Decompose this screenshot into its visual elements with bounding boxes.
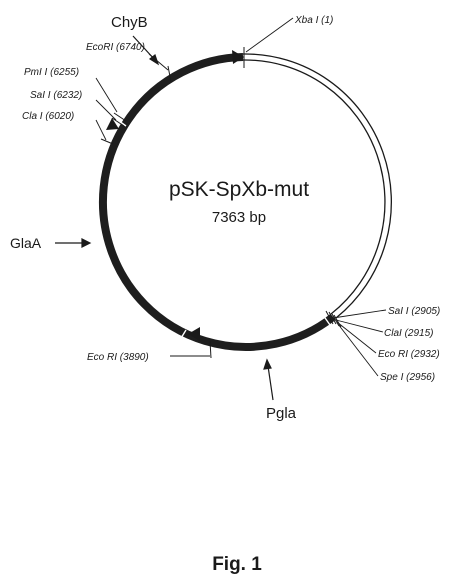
plasmid-name: pSK-SpXb-mut — [169, 178, 309, 201]
arrowhead-pgla — [188, 327, 200, 341]
site-tick-clai-6020 — [100, 138, 114, 145]
direction-arrowheads — [106, 50, 244, 341]
plasmid-size: 7363 bp — [212, 209, 266, 226]
site-tick-pmli — [113, 112, 127, 122]
site-position: (6740) — [116, 42, 145, 53]
site-position: (2905) — [411, 306, 440, 317]
site-label-ecori-2932: Eco RI (2932) — [378, 349, 440, 360]
vector-backbone — [242, 53, 392, 319]
site-tick-sali — [111, 117, 125, 127]
site-enzyme: PmI I — [24, 67, 48, 78]
site-tick-ecori-6740 — [167, 65, 172, 83]
site-tick-ecori-3890 — [209, 340, 212, 359]
site-label-spei: Spe I (2956) — [380, 372, 435, 383]
site-position: (2915) — [405, 328, 434, 339]
site-enzyme: Cla I — [22, 111, 43, 122]
site-label-sali-6232: SaI I (6232) — [30, 90, 82, 101]
arrowhead-chyb — [232, 50, 244, 64]
site-label-xba: Xba I (1) — [294, 15, 333, 26]
insert-segment — [98, 53, 336, 351]
site-enzyme: Eco RI — [87, 352, 117, 363]
site-label-ecori-3890: Eco RI (3890) — [87, 352, 149, 363]
site-enzyme: ClaI — [384, 328, 402, 339]
site-label-clai-2915: ClaI (2915) — [384, 328, 433, 339]
feature-label-glaa: GlaA — [10, 235, 42, 251]
site-label-sali-2905: SaI I (2905) — [388, 306, 440, 317]
figure-caption: Fig. 1 — [212, 554, 262, 575]
site-enzyme: Eco RI — [378, 349, 408, 360]
site-enzyme: Spe I — [380, 372, 404, 383]
site-tick-sali-2905 — [325, 310, 334, 325]
site-label-clai-6020: Cla I (6020) — [22, 111, 74, 122]
site-enzyme: SaI I — [388, 306, 409, 317]
site-enzyme: Xba I — [294, 15, 319, 26]
site-tick-ecori-2932 — [331, 313, 340, 327]
site-position: (2956) — [406, 372, 435, 383]
feature-boundaries — [111, 115, 331, 344]
feature-label-pgla: Pgla — [266, 405, 297, 422]
site-position: (6232) — [53, 90, 82, 101]
site-label-pmli: PmI I (6255) — [24, 67, 79, 78]
site-enzyme: SaI I — [30, 90, 51, 101]
arrowhead-gla-end — [106, 118, 119, 130]
site-position: (6020) — [45, 111, 74, 122]
site-ticks — [100, 47, 342, 359]
site-enzyme: EcoRI — [86, 42, 113, 53]
site-tick-clai-2915 — [328, 311, 337, 325]
site-position: (6255) — [50, 67, 79, 78]
site-position: (2932) — [411, 349, 440, 360]
site-position: (3890) — [120, 352, 149, 363]
site-position: (1) — [321, 15, 333, 26]
site-tick-spei — [333, 314, 342, 328]
feature-label-chyb: ChyB — [111, 14, 148, 31]
site-label-ecori-6740: EcoRI (6740) — [86, 42, 145, 53]
feature-arrows — [55, 35, 274, 401]
